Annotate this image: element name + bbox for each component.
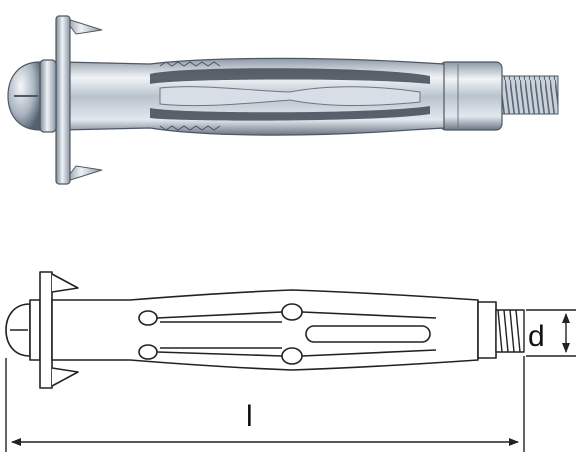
screw-washer <box>39 59 57 133</box>
drawing-nut <box>477 301 497 359</box>
diameter-label: d <box>528 320 545 353</box>
sleeve-slot-lower <box>150 106 430 121</box>
anchor-photo <box>7 15 559 185</box>
drawing-sleeve <box>51 289 479 371</box>
anchor-nut-cone <box>439 61 503 131</box>
anchor-drawing <box>5 271 525 389</box>
anchor-flange <box>55 15 71 185</box>
sleeve-slot-upper <box>150 68 430 84</box>
drawing-washer <box>29 299 41 361</box>
drawing-center-slot <box>305 325 431 343</box>
drawing-thread <box>495 309 525 353</box>
length-label: l <box>246 400 253 433</box>
dimension-diameter <box>526 309 576 357</box>
drawing-spike-bottom <box>51 367 79 387</box>
drawing-spike-top <box>51 273 79 293</box>
drawing-flange <box>39 271 53 389</box>
screw-thread <box>497 75 559 115</box>
dimension-length <box>5 356 525 452</box>
